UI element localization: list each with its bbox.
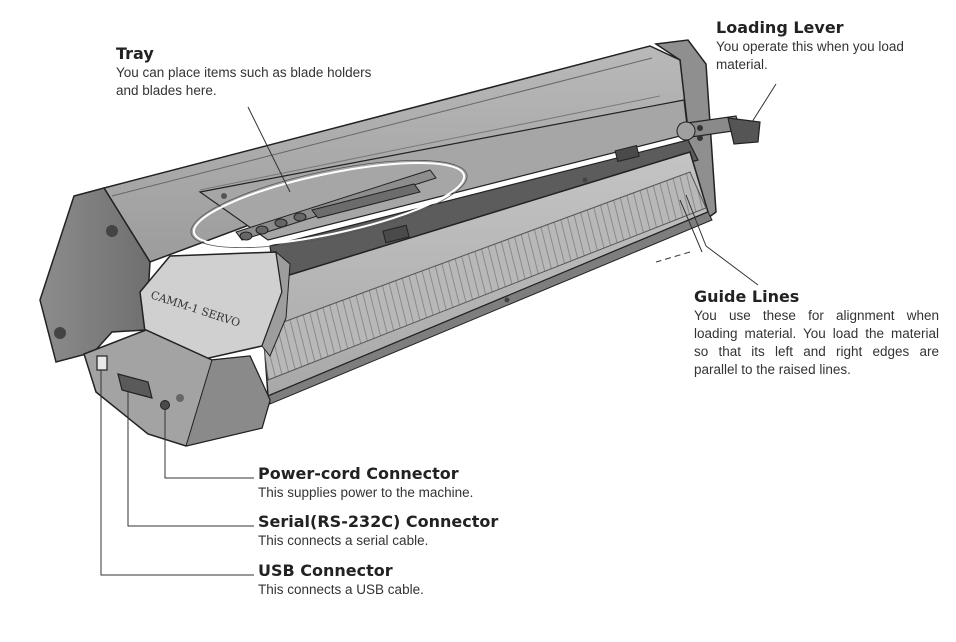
power-connector-callout: Power-cord Connector This supplies power… bbox=[258, 464, 618, 502]
left-end-hole bbox=[54, 327, 66, 339]
power-port bbox=[160, 400, 170, 410]
tray-leader-line bbox=[247, 106, 291, 193]
pinch-roller-right bbox=[614, 144, 640, 163]
cover-screw bbox=[221, 193, 227, 199]
base-screw bbox=[176, 394, 184, 402]
power-connector-title: Power-cord Connector bbox=[258, 464, 459, 483]
usb-connector-title: USB Connector bbox=[258, 561, 393, 580]
power-connector-description: This supplies power to the machine. bbox=[258, 485, 474, 500]
tray-pocket bbox=[255, 225, 269, 235]
guide-leader-line bbox=[685, 194, 707, 247]
usb-connector-callout: USB Connector This connects a USB cable. bbox=[258, 561, 618, 599]
apron-screw bbox=[582, 177, 588, 183]
loading-lever-title: Loading Lever bbox=[716, 18, 844, 37]
serial-leader-line bbox=[127, 392, 254, 527]
lever-leader-line bbox=[751, 83, 777, 123]
tray-highlight-outline bbox=[190, 159, 468, 249]
apron-screw bbox=[504, 297, 510, 303]
usb-leader-line bbox=[100, 370, 254, 576]
guide-leader-line bbox=[679, 199, 703, 253]
power-leader-line bbox=[164, 410, 254, 479]
serial-port bbox=[117, 373, 153, 399]
loading-lever-handle bbox=[727, 117, 761, 145]
loading-lever-pivot bbox=[676, 121, 696, 141]
guide-lines-title: Guide Lines bbox=[694, 287, 800, 306]
tray-title: Tray bbox=[116, 44, 154, 63]
top-cover-ridge bbox=[199, 95, 661, 191]
tray-description: You can place items such as blade holder… bbox=[116, 65, 372, 98]
guide-lines-description: You use these for alignment when loading… bbox=[694, 308, 939, 377]
guide-leader-line bbox=[655, 251, 691, 263]
serial-connector-callout: Serial(RS-232C) Connector This connects … bbox=[258, 512, 618, 550]
left-end-hole bbox=[106, 225, 118, 237]
lever-screw bbox=[697, 135, 703, 141]
loading-lever-description: You operate this when you load material. bbox=[716, 39, 904, 72]
guide-ribs-area bbox=[261, 171, 707, 381]
loading-lever-callout: Loading Lever You operate this when you … bbox=[716, 18, 916, 74]
lever-screw bbox=[697, 125, 703, 131]
usb-connector-description: This connects a USB cable. bbox=[258, 582, 424, 597]
tray-pocket bbox=[274, 218, 288, 228]
tray-highlight bbox=[192, 161, 466, 247]
left-end-housing bbox=[39, 187, 151, 363]
tray-pocket bbox=[293, 212, 307, 222]
guide-leader-line bbox=[705, 245, 759, 286]
serial-connector-title: Serial(RS-232C) Connector bbox=[258, 512, 499, 531]
tray-callout: Tray You can place items such as blade h… bbox=[116, 44, 376, 100]
pinch-roller-left bbox=[382, 224, 410, 244]
base-side bbox=[185, 355, 271, 447]
tray-pocket bbox=[239, 231, 253, 241]
top-cover-ridge bbox=[111, 57, 653, 197]
usb-port bbox=[96, 355, 108, 371]
tray-slot bbox=[311, 183, 421, 219]
guide-lines-callout: Guide Lines You use these for alignment … bbox=[694, 287, 939, 379]
serial-connector-description: This connects a serial cable. bbox=[258, 533, 429, 548]
carriage-head-shadow bbox=[261, 250, 291, 357]
